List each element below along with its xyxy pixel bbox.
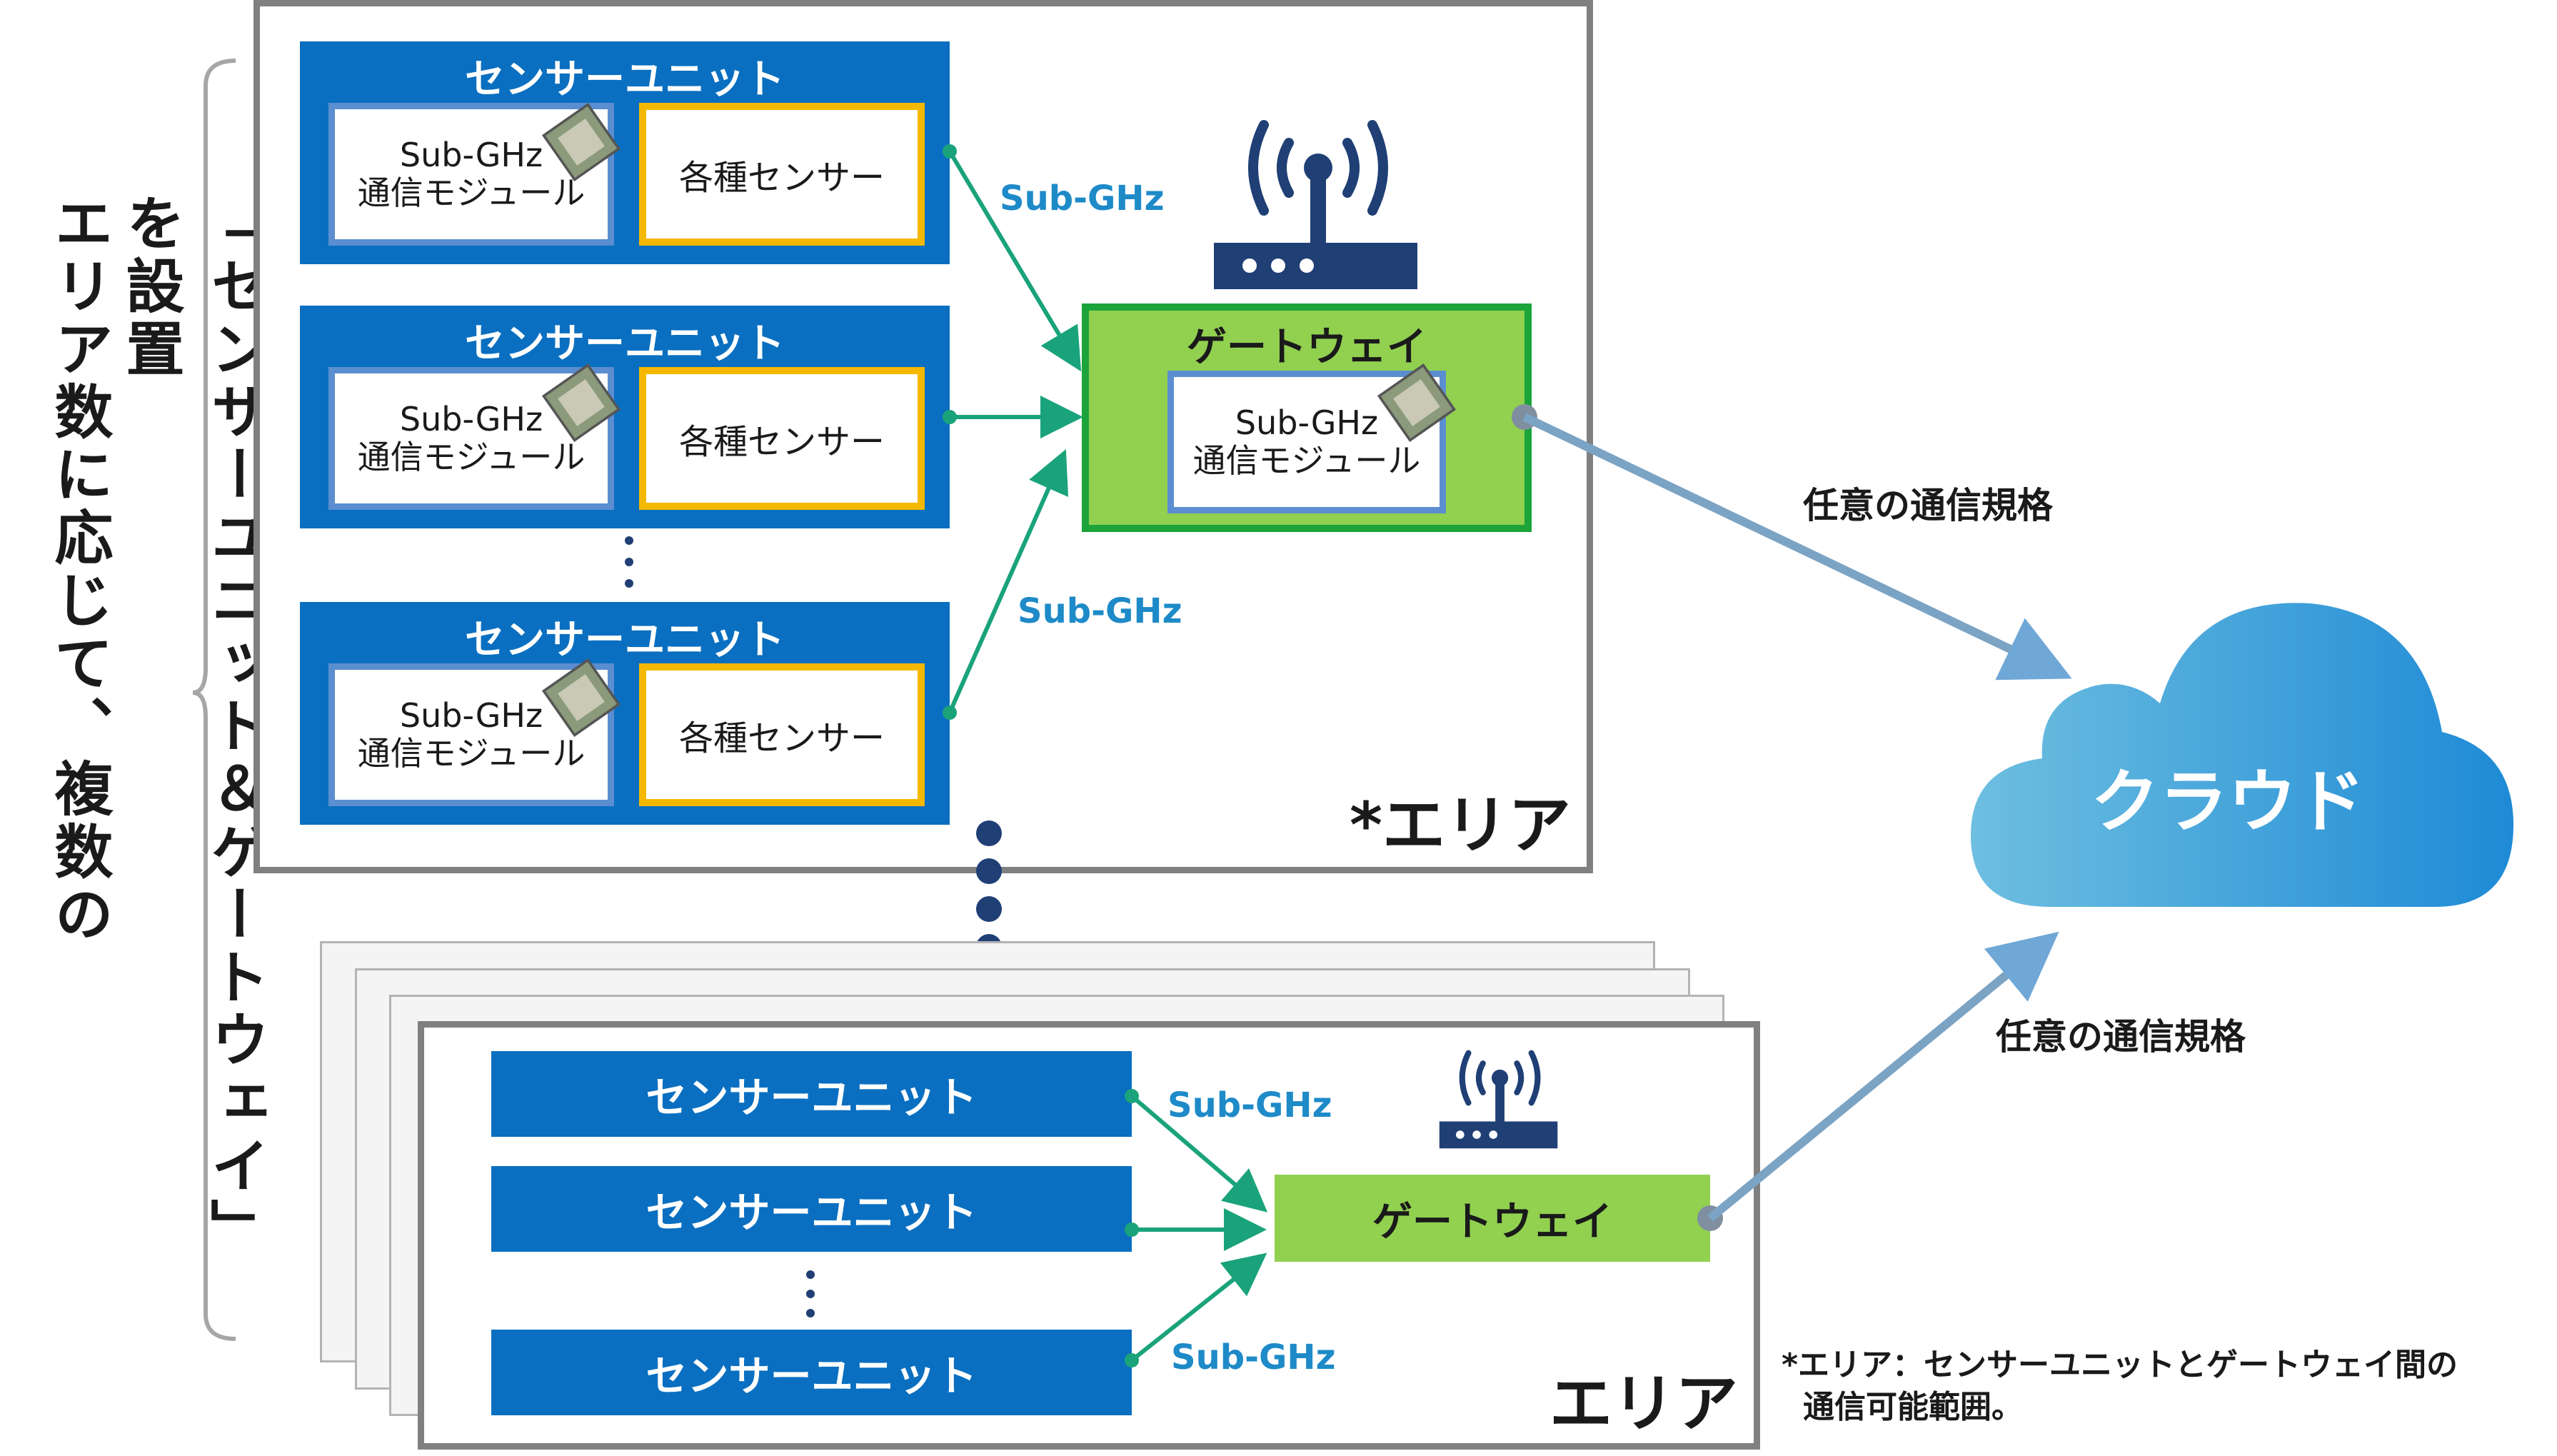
sensor-unit-bar: センサーユニット (491, 1330, 1132, 1415)
cloud-link-arrow (1707, 931, 2059, 1222)
module-line2: 通信モジュール (357, 174, 586, 212)
gateway-box: ゲートウェイ Sub-GHz 通信モジュール (1082, 303, 1532, 532)
bottom-area-label: エリア (1549, 1367, 1739, 1440)
sensor-label: 各種センサー (678, 158, 885, 198)
gateway-title: ゲートウェイ (1187, 324, 1427, 371)
antenna-router-icon (1214, 120, 1417, 289)
sub-ghz-label: Sub-GHz (1171, 1337, 1336, 1377)
radio-link-arrow (1130, 1252, 1267, 1362)
comm-module: Sub-GHz 通信モジュール (328, 663, 614, 806)
radio-link-arrow (948, 150, 1082, 372)
chip-icon (541, 658, 621, 738)
sub-ghz-label: Sub-GHz (1000, 179, 1165, 219)
caption-line1: エリア数に応じて、複数の (44, 193, 112, 947)
sensor-box: 各種センサー (639, 367, 925, 510)
comm-module: Sub-GHz 通信モジュール (328, 103, 614, 246)
protocol-label: 任意の通信規格 (1803, 485, 2053, 526)
antenna-router-icon (1439, 1050, 1558, 1149)
module-line1: Sub-GHz (399, 400, 543, 439)
module-line2: 通信モジュール (357, 438, 586, 476)
footnote-line2: 通信可能範囲。 (1803, 1389, 2023, 1426)
gateway-module-line1: Sub-GHz (1235, 403, 1379, 443)
ellipsis-dots-icon (806, 1270, 815, 1317)
sensor-label: 各種センサー (678, 422, 885, 462)
protocol-label: 任意の通信規格 (1996, 1016, 2246, 1058)
left-caption: エリア数に応じて、複数の (36, 193, 121, 1300)
cloud-label: クラウド (2091, 762, 2365, 842)
sensor-unit-bar: センサーユニット (491, 1051, 1132, 1137)
sensor-unit-title: センサーユニット (465, 56, 785, 103)
footnote: *エリア：センサーユニットとゲートウェイ間の 通信可能範囲。 (1782, 1344, 2458, 1429)
chip-icon (541, 102, 621, 182)
cloud-icon (1971, 603, 2513, 907)
sensor-unit-title: センサーユニット (465, 617, 785, 663)
sensor-unit-bar: センサーユニット (491, 1166, 1132, 1252)
top-area-label: *エリア (1350, 788, 1572, 862)
module-line1: Sub-GHz (399, 696, 543, 735)
chip-icon (1377, 363, 1457, 443)
gateway-module: Sub-GHz 通信モジュール (1167, 371, 1446, 513)
sensor-box: 各種センサー (639, 663, 925, 806)
module-line1: Sub-GHz (399, 136, 543, 175)
cloud-link-arrow (1522, 413, 2072, 681)
sensor-box: 各種センサー (639, 103, 925, 246)
chip-icon (541, 363, 621, 443)
gateway-module-line2: 通信モジュール (1192, 441, 1421, 480)
radio-link-arrow (948, 449, 1069, 714)
gateway-box-small: ゲートウェイ (1275, 1175, 1710, 1262)
sensor-unit: センサーユニット Sub-GHz 通信モジュール 各種センサー (300, 41, 950, 264)
sensor-unit-title: センサーユニット (465, 321, 785, 367)
module-line2: 通信モジュール (357, 734, 586, 773)
ellipsis-dots-icon (625, 536, 633, 588)
bracket-icon (193, 59, 236, 1341)
sub-ghz-label: Sub-GHz (1018, 591, 1182, 631)
radio-link-arrow (1130, 1094, 1268, 1213)
sensor-label: 各種センサー (678, 718, 885, 758)
footnote-line1: *エリア：センサーユニットとゲートウェイ間の (1782, 1347, 2458, 1383)
sub-ghz-label: Sub-GHz (1167, 1085, 1332, 1125)
sensor-unit: センサーユニット Sub-GHz 通信モジュール 各種センサー (300, 306, 950, 528)
sensor-unit: センサーユニット Sub-GHz 通信モジュール 各種センサー (300, 602, 950, 825)
